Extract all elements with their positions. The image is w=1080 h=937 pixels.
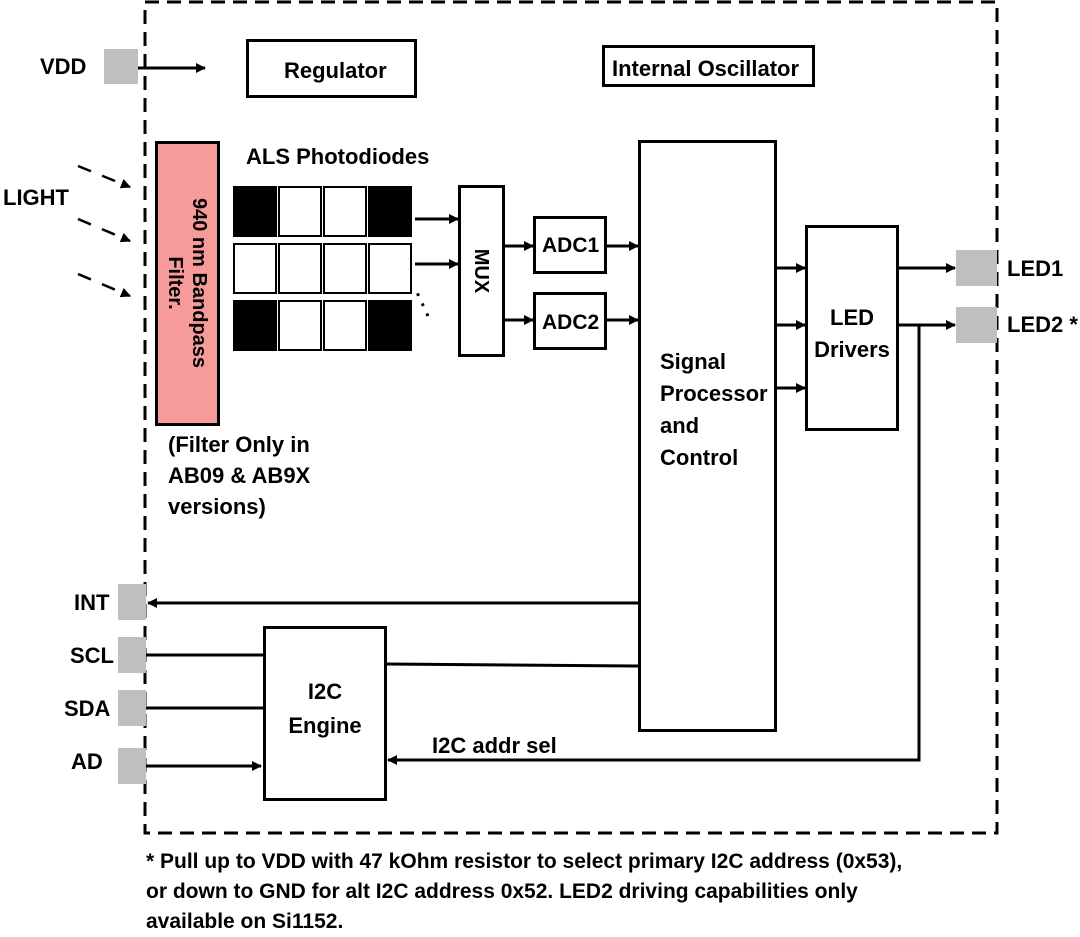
photodiode-cell — [368, 243, 412, 294]
scl-label: SCL — [70, 643, 114, 668]
scl-pad — [118, 637, 146, 673]
photodiode-cell — [368, 300, 412, 351]
ad-pad — [118, 748, 146, 784]
i2c-addr-sel-label: I2C addr sel — [432, 733, 557, 758]
led-drivers-block — [805, 225, 899, 431]
bandpass-filter — [155, 141, 220, 426]
adc1-label: ADC1 — [542, 234, 600, 257]
vdd-label: VDD — [40, 54, 87, 79]
footnote: * Pull up to VDD with 47 kOhm resistor t… — [146, 847, 902, 937]
oscillator-block — [602, 45, 815, 87]
processor-line-1: Signal — [660, 349, 727, 374]
photodiode-cell — [233, 300, 277, 351]
filter-label-line-2: Filter. — [164, 256, 186, 310]
filter-note-line-2: AB09 & AB9X — [168, 462, 311, 488]
regulator-label: Regulator — [284, 58, 387, 83]
processor-line-4: Control — [660, 445, 739, 470]
chip-boundary — [143, 0, 999, 835]
led-drivers-label: LED Drivers — [814, 302, 890, 366]
photodiode-cell — [233, 243, 277, 294]
filter-note-line-1: (Filter Only in — [168, 432, 310, 457]
light-label: LIGHT — [3, 185, 69, 210]
photodiode-cell — [278, 186, 322, 237]
footnote-line-3: available on Si1152. — [146, 910, 344, 933]
led-drivers-line-1: LED — [830, 305, 874, 330]
filter-note: (Filter Only in AB09 & AB9X versions) — [168, 430, 310, 522]
adc2-label: ADC2 — [542, 311, 600, 334]
led2-label: LED2 * — [1007, 312, 1078, 337]
led2-pad — [956, 307, 997, 343]
adc1-block — [533, 216, 607, 274]
led1-pad — [956, 250, 997, 286]
sda-pad — [118, 690, 146, 726]
i2c-line-2: Engine — [288, 713, 362, 738]
led-drivers-line-2: Drivers — [814, 337, 890, 362]
sda-label: SDA — [64, 696, 111, 721]
ad-label: AD — [71, 749, 103, 774]
i2c-to-proc-wire — [385, 662, 639, 668]
mux-label: MUX — [470, 248, 492, 294]
signal-processor-block — [638, 140, 777, 732]
light-arrow-2 — [77, 217, 131, 243]
processor-line-2: Processor — [660, 381, 768, 406]
photodiode-array — [233, 186, 413, 353]
light-arrow-1 — [77, 164, 131, 189]
i2c-line-1: I2C — [307, 679, 343, 704]
photodiode-cell — [278, 243, 322, 294]
adc2-block — [533, 292, 607, 350]
photodiode-cell — [278, 300, 322, 351]
filter-label-line-1: 940 nm Bandpass — [188, 197, 210, 369]
signal-processor-label: Signal Processor and Control — [660, 346, 768, 474]
regulator-block — [246, 39, 417, 98]
processor-line-3: and — [660, 413, 700, 438]
oscillator-label: Internal Oscillator — [612, 56, 800, 81]
photodiode-cell — [233, 186, 277, 237]
int-label: INT — [74, 590, 110, 615]
addr-sel-wire — [387, 325, 921, 765]
photodiodes-label: ALS Photodiodes — [246, 144, 430, 169]
filter-label: 940 nm Bandpass Filter. — [163, 198, 211, 368]
vdd-pad — [104, 49, 138, 84]
photodiode-cell — [323, 300, 367, 351]
footnote-line-2: or down to GND for alt I2C address 0x52.… — [146, 880, 858, 903]
light-arrow-3 — [77, 272, 131, 298]
photodiode-cell — [368, 186, 412, 237]
int-pad — [118, 584, 146, 620]
photodiode-cell — [323, 243, 367, 294]
i2c-engine-label: I2C Engine — [288, 675, 361, 743]
footnote-line-1: * Pull up to VDD with 47 kOhm resistor t… — [146, 850, 903, 873]
filter-note-line-3: versions) — [168, 493, 266, 519]
photodiode-cell — [323, 186, 367, 237]
mux-block — [458, 185, 505, 357]
i2c-engine-block — [263, 626, 387, 801]
led1-label: LED1 — [1007, 256, 1064, 281]
